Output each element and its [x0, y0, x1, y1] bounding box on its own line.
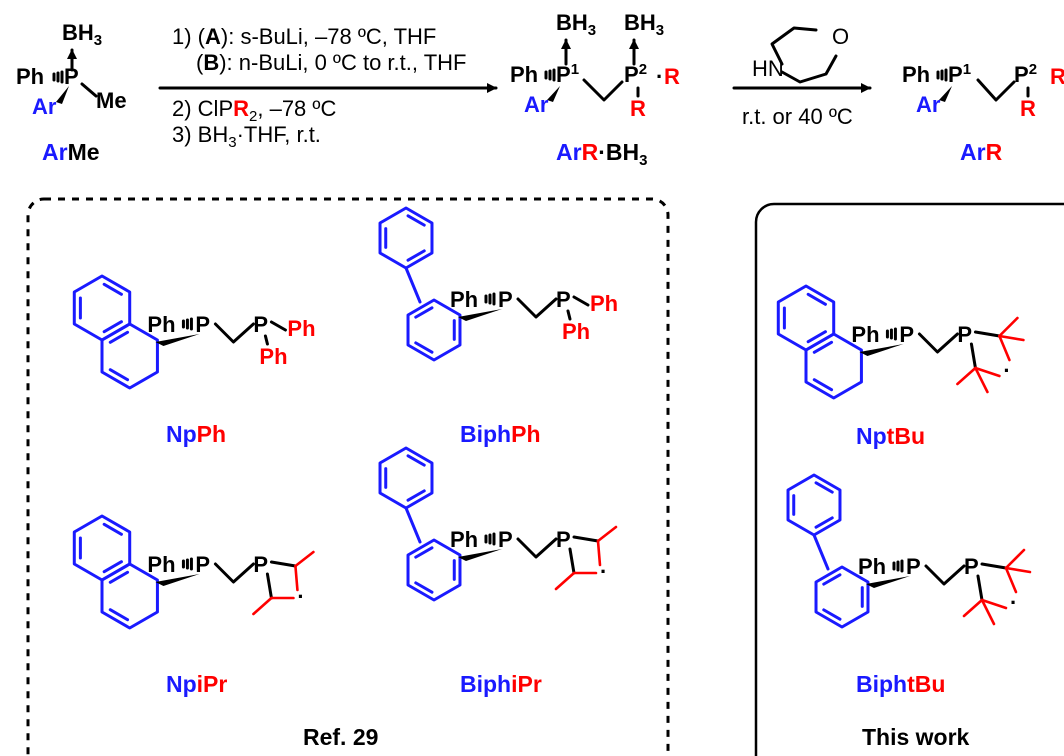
compound-label-NpiPr: NpiPr — [166, 671, 227, 697]
r-phenyl-2: Ph — [259, 344, 287, 369]
p2-atom: P — [253, 552, 268, 577]
step2-temperature: r.t. or 40 ºC — [742, 104, 853, 129]
dot: . — [600, 553, 606, 578]
svg-text:Ph: Ph — [510, 62, 538, 87]
svg-text:·: · — [656, 64, 663, 89]
work-panel-caption: This work — [862, 724, 970, 750]
svg-text:P2: P2 — [1014, 61, 1037, 87]
reactant-hash-bond — [52, 70, 64, 84]
p2-atom: P — [957, 322, 972, 347]
reactant-methyl-bond — [80, 82, 98, 98]
compound-label-arme: ArMe — [42, 139, 100, 165]
compound-label-BiphiPr: BiphiPr — [460, 671, 542, 697]
p2-atom: P — [556, 527, 571, 552]
morpholine-structure: HN O — [752, 24, 849, 84]
svg-text:BH3: BH3 — [62, 20, 102, 49]
svg-text:P1: P1 — [948, 61, 971, 87]
svg-text:R: R — [630, 96, 646, 121]
dot: . — [1010, 584, 1016, 609]
ph-label: Ph — [858, 554, 886, 579]
work-panel-frame — [754, 202, 1064, 756]
compound-label-arr-bh3: ArR·BH3 — [556, 139, 647, 169]
svg-text:P1: P1 — [556, 61, 579, 87]
compound-label-NptBu: NptBu — [856, 423, 925, 449]
reactant-p: P — [64, 64, 79, 89]
reactant-bh3: BH — [62, 20, 94, 45]
p2-atom: P — [253, 312, 268, 337]
r-phenyl-2: Ph — [562, 319, 590, 344]
svg-text:BH3: BH3 — [556, 10, 596, 39]
r-phenyl-1: Ph — [590, 291, 618, 316]
compound-NptBu: Ph P P. NptBu — [776, 284, 1025, 449]
svg-text:BH3: BH3 — [624, 10, 664, 39]
step1-conditions: 1) (A): s-BuLi, –78 ºC, THF (B): n-BuLi,… — [158, 24, 498, 151]
ref-panel-caption: Ref. 29 — [303, 724, 378, 750]
p2-atom: P — [556, 287, 571, 312]
compound-label-BiphtBu: BiphtBu — [856, 671, 945, 697]
svg-text:3) BH3·THF, r.t.: 3) BH3·THF, r.t. — [172, 122, 321, 151]
p2-atom: P — [964, 554, 979, 579]
svg-text:P2: P2 — [624, 61, 647, 87]
svg-text:Ar: Ar — [524, 92, 549, 117]
ph-label: Ph — [450, 527, 478, 552]
compound-BiphtBu: Ph P P. BiphtBu — [786, 473, 1032, 697]
reactant-ph: Ph — [16, 64, 44, 89]
svg-text:(B): n-BuLi, 0 ºC to r.t., THF: (B): n-BuLi, 0 ºC to r.t., THF — [196, 50, 466, 75]
step2-conditions: HN O r.t. or 40 ºC — [732, 24, 872, 129]
p1-atom: P — [195, 312, 210, 337]
p1-atom: P — [899, 322, 914, 347]
ph-label: Ph — [147, 552, 175, 577]
svg-text:O: O — [832, 24, 849, 49]
r-phenyl-1: Ph — [287, 316, 315, 341]
ph-label: Ph — [147, 312, 175, 337]
intermediate-arr-bh3: BH3 BH3 Ph P1 P2 · R R Ar ArR·BH3 — [510, 10, 680, 169]
reactant-ar: Ar — [32, 94, 57, 119]
svg-text:Ar: Ar — [916, 92, 941, 117]
compound-label-arr: ArR — [960, 139, 1003, 165]
svg-text:1) (A): s-BuLi, –78 ºC, THF: 1) (A): s-BuLi, –78 ºC, THF — [172, 24, 436, 49]
dot: . — [297, 578, 303, 603]
svg-text:R: R — [1020, 96, 1036, 121]
svg-text:R: R — [1050, 64, 1064, 89]
ph-label: Ph — [851, 322, 879, 347]
ph-label: Ph — [450, 287, 478, 312]
compound-label-BiphPh: BiphPh — [460, 421, 541, 447]
svg-text:HN: HN — [752, 56, 784, 81]
reactant-arme: BH3 Ph P Me Ar ArMe — [16, 20, 127, 165]
svg-text:2) ClPR2, –78 ºC: 2) ClPR2, –78 ºC — [172, 96, 336, 125]
ref-panel-frame — [26, 197, 670, 756]
p1-atom: P — [498, 287, 513, 312]
compound-NpiPr: Ph P P. NpiPr — [72, 514, 315, 697]
dot: . — [1003, 352, 1009, 377]
svg-text:Ph: Ph — [902, 62, 930, 87]
p1-atom: P — [195, 552, 210, 577]
p1-atom: P — [906, 554, 921, 579]
reactant-me: Me — [96, 88, 127, 113]
product-arr: Ph P1 P2 R R Ar ArR — [902, 61, 1064, 165]
reactant-wedge — [56, 86, 69, 104]
compound-BiphiPr: Ph P P. BiphiPr — [378, 446, 618, 697]
compound-label-NpPh: NpPh — [166, 421, 226, 447]
svg-text:R: R — [664, 64, 680, 89]
p1-atom: P — [498, 527, 513, 552]
